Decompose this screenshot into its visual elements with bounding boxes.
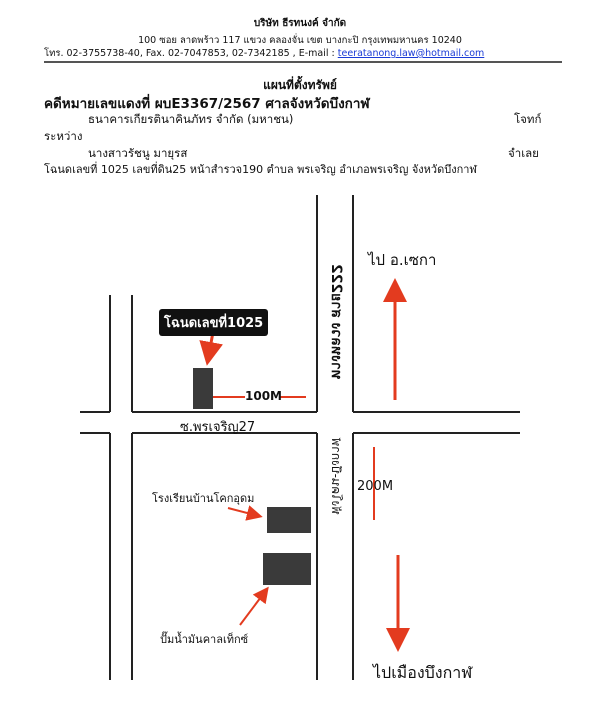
gas-station-block [263, 553, 311, 585]
contact-numbers: โทร. 02-3755738-40, Fax. 02-7047853, 02-… [44, 48, 338, 59]
case-number: คดีหมายเลขแดงที่ ผบE3367/2567 ศาลจังหวัด… [44, 96, 370, 112]
deed-callout: โฉนดเลขที่1025 [159, 309, 269, 336]
soi-label: ซ.พรเจริญ27 [180, 420, 256, 435]
defendant-role: จำเลย [508, 146, 539, 160]
email-link[interactable]: teeratanong.law@hotmail.com [337, 48, 485, 59]
gas-station-label: ปั๊มน้ำมันคาลเท็กซ์ [160, 633, 249, 646]
plaintiff-role: โจทก์ [514, 112, 542, 126]
highway-label: ทางหลวง สาย222 [328, 264, 344, 380]
gas-station-arrow [239, 586, 269, 626]
school-block [267, 507, 311, 533]
to-buengkan-label: ไปเมืองบึงกาฬ [373, 663, 473, 682]
property-block [193, 368, 213, 409]
company-contact: โทร. 02-3755738-40, Fax. 02-7047853, 02-… [44, 46, 484, 61]
company-name: บริษัท ธีรทนงค์ จำกัด [253, 18, 347, 29]
to-seka-label: ไป อ.เซกา [368, 251, 437, 269]
distance-road-label: 200M [357, 479, 394, 494]
school-arrow [227, 505, 263, 521]
road-label: พังโคน-บึงกาฬ [329, 438, 343, 515]
defendant-name: นางสาวรัชนู มายุรส [88, 146, 188, 160]
school-label: โรงเรียนบ้านโคกอุดม [152, 492, 255, 505]
company-address: 100 ซอย ลาดพร้าว 117 แขวง คลองจั่น เขต บ… [138, 35, 462, 46]
header-divider [44, 61, 562, 63]
deed-info: โฉนดเลขที่ 1025 เลขที่ดิน25 หน้าสำรวจ190… [44, 163, 477, 176]
map-title: แผนที่ตั้งทรัพย์ [263, 78, 337, 92]
distance-property-label: 100M [245, 389, 282, 403]
between-label: ระหว่าง [44, 129, 83, 143]
plaintiff-name: ธนาคารเกียรตินาคินภัทร จำกัด (มหาชน) [88, 112, 294, 126]
